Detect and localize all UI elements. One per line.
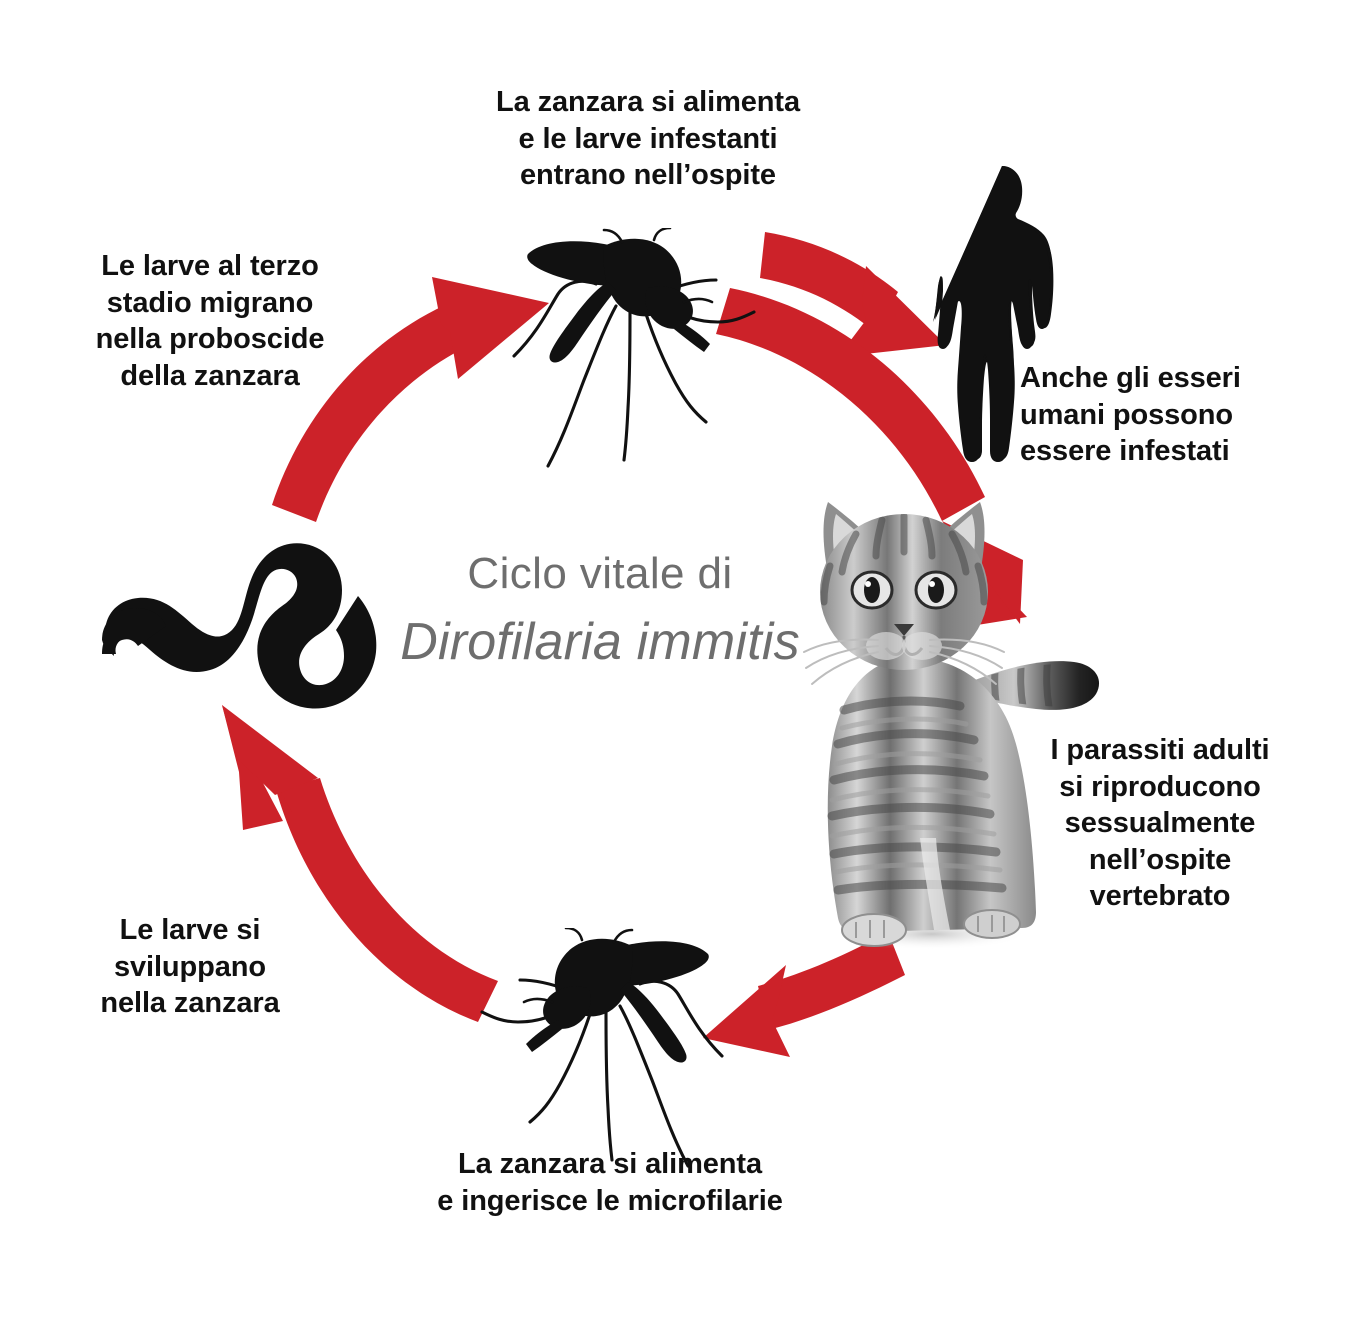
tabby-cat-figure [782,482,1102,962]
mosquito-bottom-figure [468,928,758,1188]
mosquito-icon [512,228,756,468]
arrow-worm-to-mosquito [272,277,549,522]
label-larvae-develop-in-mosquito: Le larve si sviluppano nella zanzara [100,914,280,1020]
tabby-cat-photo [803,502,1100,950]
title-line-1: Ciclo vitale di [467,549,733,598]
arrow-mosquito-to-human [760,232,946,357]
label-adult-parasites-reproduce: I parassiti adulti si riproducono sessua… [1050,734,1270,913]
label-humans-can-be-infested: Anche gli esseri umani possono essere in… [1020,362,1241,468]
arrow-cat-to-mosquito-bottom [703,932,905,1057]
human-silhouette-icon [932,166,1054,462]
label-mosquito-feeds-larvae-enter: La zanzara si alimenta e le larve infest… [495,86,801,192]
label-mosquito-feeds-ingests-microfilariae: La zanzara si alimenta e ingerisce le mi… [437,1148,783,1217]
label-third-stage-larvae-migrate: Le larve al terzo stadio migrano nella p… [95,250,325,392]
mosquito-icon [480,928,724,1168]
heartworm-larva-figure [100,530,390,720]
arrow-mosquito-bottom-to-worm [222,705,498,1022]
diagram-title: Ciclo vitale di Dirofilaria immitis [400,548,800,674]
title-line-2-species: Dirofilaria immitis [400,613,800,672]
heartworm-larva-icon [102,543,377,709]
mosquito-top-figure [478,228,768,488]
human-silhouette-figure [932,162,1072,462]
